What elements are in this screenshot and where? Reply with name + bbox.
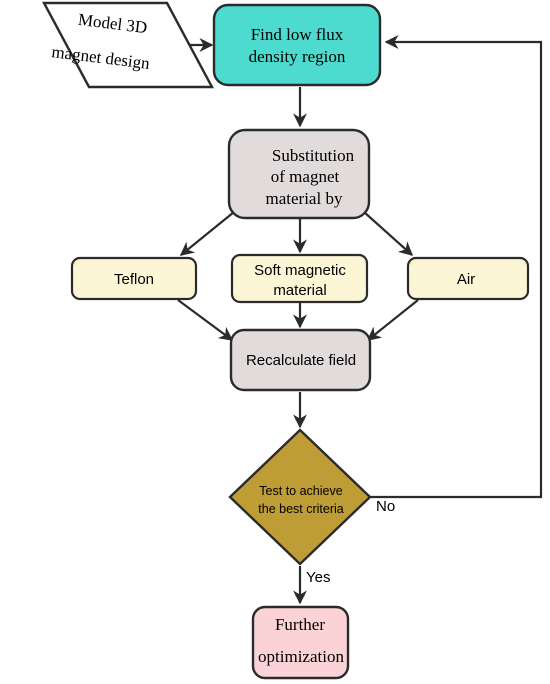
- node-substitution-shape: [227, 128, 371, 220]
- node-recalculate-shape: [229, 328, 372, 392]
- node-air-shape: [406, 256, 530, 301]
- node-further-opt-line1: Further: [275, 615, 325, 634]
- edge-test-loop-back: [370, 35, 543, 499]
- node-soft-magnetic-line2: material: [273, 282, 326, 299]
- node-further-opt-line2: optimization: [258, 647, 344, 666]
- node-model-3d: Model 3D magnet design: [41, 1, 215, 89]
- node-teflon: Teflon: [70, 256, 198, 301]
- node-find-region-line2: density region: [249, 47, 346, 66]
- node-substitution-line1: Substitution: [272, 146, 355, 165]
- node-substitution-line3: material by: [266, 189, 343, 208]
- edge-label-no: No: [376, 498, 395, 515]
- node-find-region-shape: [212, 3, 382, 87]
- node-test-criteria: Test to achieve the best criteria: [228, 428, 372, 566]
- node-model-3d-shape: [41, 1, 215, 89]
- node-soft-magnetic-line1: Soft magnetic: [254, 262, 346, 279]
- node-test-criteria-line1: Test to achieve: [259, 484, 342, 498]
- node-soft-magnetic-shape: [230, 253, 369, 304]
- node-find-region-line1: Find low flux: [251, 25, 344, 44]
- node-further-opt-shape: [251, 605, 350, 680]
- node-test-criteria-line2: the best criteria: [258, 502, 344, 516]
- edge-label-yes: Yes: [306, 569, 330, 586]
- node-teflon-shape: [70, 256, 198, 301]
- node-further-opt: Further optimization: [251, 605, 350, 680]
- edges: [168, 35, 543, 605]
- node-air-label: Air: [457, 271, 475, 288]
- node-teflon-label: Teflon: [114, 271, 154, 288]
- node-recalculate: Recalculate field: [229, 328, 372, 392]
- node-substitution-line2: of magnet: [271, 167, 340, 186]
- edge-air-to-recalculate: [366, 299, 419, 341]
- node-substitution: Substitution of magnet material by: [227, 128, 371, 220]
- node-air: Air: [406, 256, 530, 301]
- node-test-criteria-shape: [228, 428, 372, 566]
- edge-substitution-to-teflon: [179, 211, 235, 256]
- edge-teflon-to-recalculate: [177, 299, 234, 341]
- node-find-region: Find low flux density region: [212, 3, 382, 87]
- node-soft-magnetic: Soft magnetic material: [230, 253, 369, 304]
- edge-substitution-to-air: [363, 211, 414, 256]
- node-recalculate-label: Recalculate field: [246, 352, 356, 369]
